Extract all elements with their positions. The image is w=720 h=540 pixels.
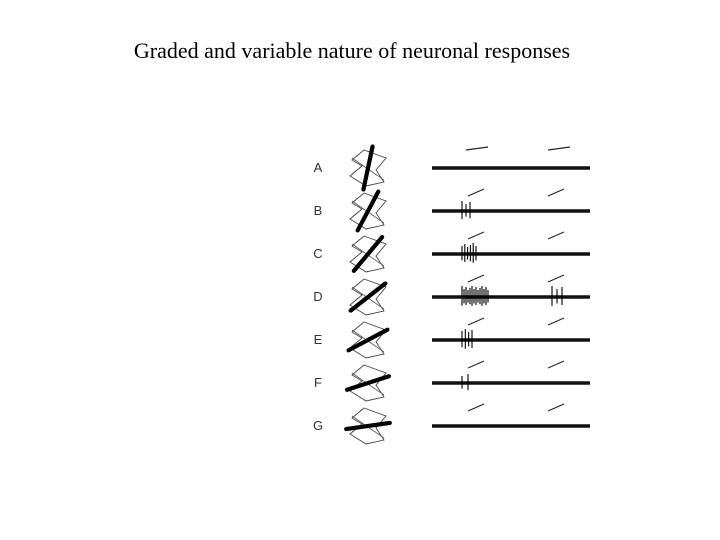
stimulus-marker	[547, 360, 565, 369]
stimulus-bar	[351, 235, 385, 273]
stimulus-marker	[465, 146, 489, 151]
row-label: B	[313, 203, 323, 218]
stimulus-marker	[467, 360, 485, 369]
stimulus-marker	[547, 317, 565, 326]
row-label: E	[313, 332, 323, 347]
stimulus-bar	[346, 327, 390, 353]
stimulus-bar	[348, 281, 388, 313]
slide-title: Graded and variable nature of neuronal r…	[133, 38, 571, 63]
stimulus-bar	[344, 420, 392, 432]
stimulus-bar	[355, 189, 381, 233]
stimulus-marker	[547, 274, 565, 283]
receptive-field-outline	[349, 321, 387, 359]
row-label: G	[312, 418, 324, 433]
stimulus-marker	[467, 274, 485, 283]
receptive-field-outline	[349, 278, 387, 316]
row-label: C	[313, 246, 323, 261]
stimulus-marker	[467, 188, 485, 197]
stimulus-marker	[467, 403, 485, 412]
stimulus-marker	[547, 188, 565, 197]
stimulus-bar	[344, 374, 392, 392]
stimulus-marker	[547, 146, 571, 151]
stimulus-marker	[467, 317, 485, 326]
stimulus-bar	[361, 144, 375, 192]
stimulus-marker	[547, 403, 565, 412]
stimulus-marker	[547, 231, 565, 240]
orientation-tuning-diagram	[344, 144, 590, 445]
neuron-response-figure: A B C D E F G	[300, 130, 600, 450]
stimulus-marker	[467, 231, 485, 240]
receptive-field-outline	[349, 235, 387, 273]
row-label: F	[314, 375, 322, 390]
row-label: D	[313, 289, 323, 304]
row-label: A	[313, 160, 323, 175]
receptive-field-outline	[349, 192, 387, 230]
